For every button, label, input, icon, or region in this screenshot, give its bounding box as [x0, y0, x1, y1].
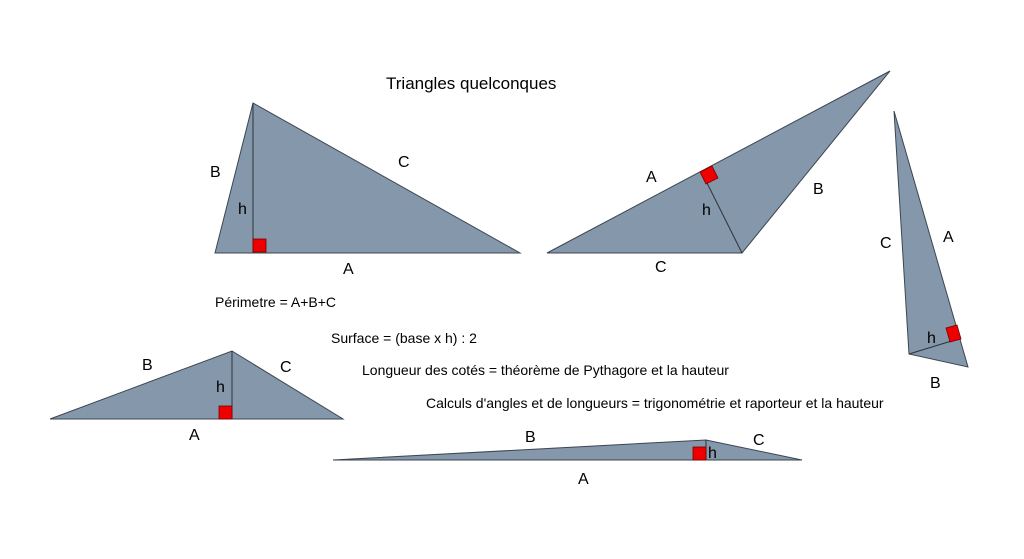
- triangle-2-label-b: B: [813, 181, 824, 198]
- triangle-5-shape: [332, 439, 803, 461]
- triangle-3-right-angle-marker: [945, 324, 962, 343]
- triangle-2-label-c: C: [655, 259, 667, 276]
- triangle-5: A B C h: [332, 429, 803, 488]
- triangle-2-label-a: A: [646, 169, 657, 186]
- triangle-3-label-b: B: [930, 375, 941, 392]
- triangle-5-label-b: B: [525, 429, 536, 446]
- side-length-note: Longueur des cotés = théorème de Pythago…: [362, 362, 729, 378]
- triangle-1-label-a: A: [343, 261, 354, 278]
- angle-calculation-note: Calculs d'angles et de longueurs = trigo…: [426, 395, 884, 411]
- triangle-2: A B C h: [546, 70, 891, 276]
- triangle-4-label-h: h: [216, 379, 225, 396]
- diagram-title: Triangles quelconques: [386, 74, 556, 93]
- surface-formula: Surface = (base x h) : 2: [331, 330, 477, 346]
- triangle-2-height-line: [702, 174, 743, 254]
- triangle-5-label-h: h: [708, 445, 717, 462]
- triangle-2-label-h: h: [702, 202, 711, 219]
- triangle-3-label-c: C: [880, 235, 892, 252]
- triangle-1: A B C h: [210, 102, 522, 278]
- triangle-3: A B C h: [880, 110, 969, 392]
- triangle-3-shape: [893, 110, 969, 368]
- triangle-1-shape: [214, 102, 522, 254]
- triangle-3-label-a: A: [943, 229, 954, 246]
- triangle-2-shape: [546, 70, 891, 254]
- triangle-4-label-c: C: [280, 359, 292, 376]
- triangle-2-right-angle-marker: [699, 165, 719, 185]
- perimeter-formula: Périmetre = A+B+C: [215, 294, 336, 310]
- triangle-4-label-b: B: [142, 357, 153, 374]
- triangle-4-right-angle-marker: [218, 405, 233, 420]
- triangle-5-right-angle-marker: [692, 446, 707, 461]
- triangle-4-label-a: A: [189, 427, 200, 444]
- triangle-1-label-b: B: [210, 164, 221, 181]
- triangle-1-right-angle-marker: [252, 238, 267, 253]
- triangle-4-shape: [49, 350, 345, 420]
- triangle-1-label-c: C: [398, 154, 410, 171]
- triangle-3-label-h: h: [927, 330, 936, 347]
- triangle-5-label-c: C: [753, 432, 765, 449]
- triangle-4: A B C h: [49, 350, 345, 444]
- triangle-5-label-a: A: [578, 471, 589, 488]
- triangle-1-label-h: h: [238, 201, 247, 218]
